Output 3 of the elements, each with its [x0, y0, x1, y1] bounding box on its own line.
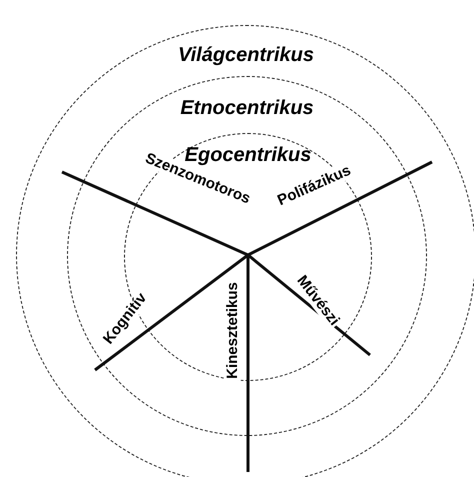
sector-label: Kinesztetikus: [223, 280, 240, 380]
ring-label: Etnocentrikus: [180, 97, 314, 120]
ring-label: Világcentrikus: [178, 44, 314, 67]
